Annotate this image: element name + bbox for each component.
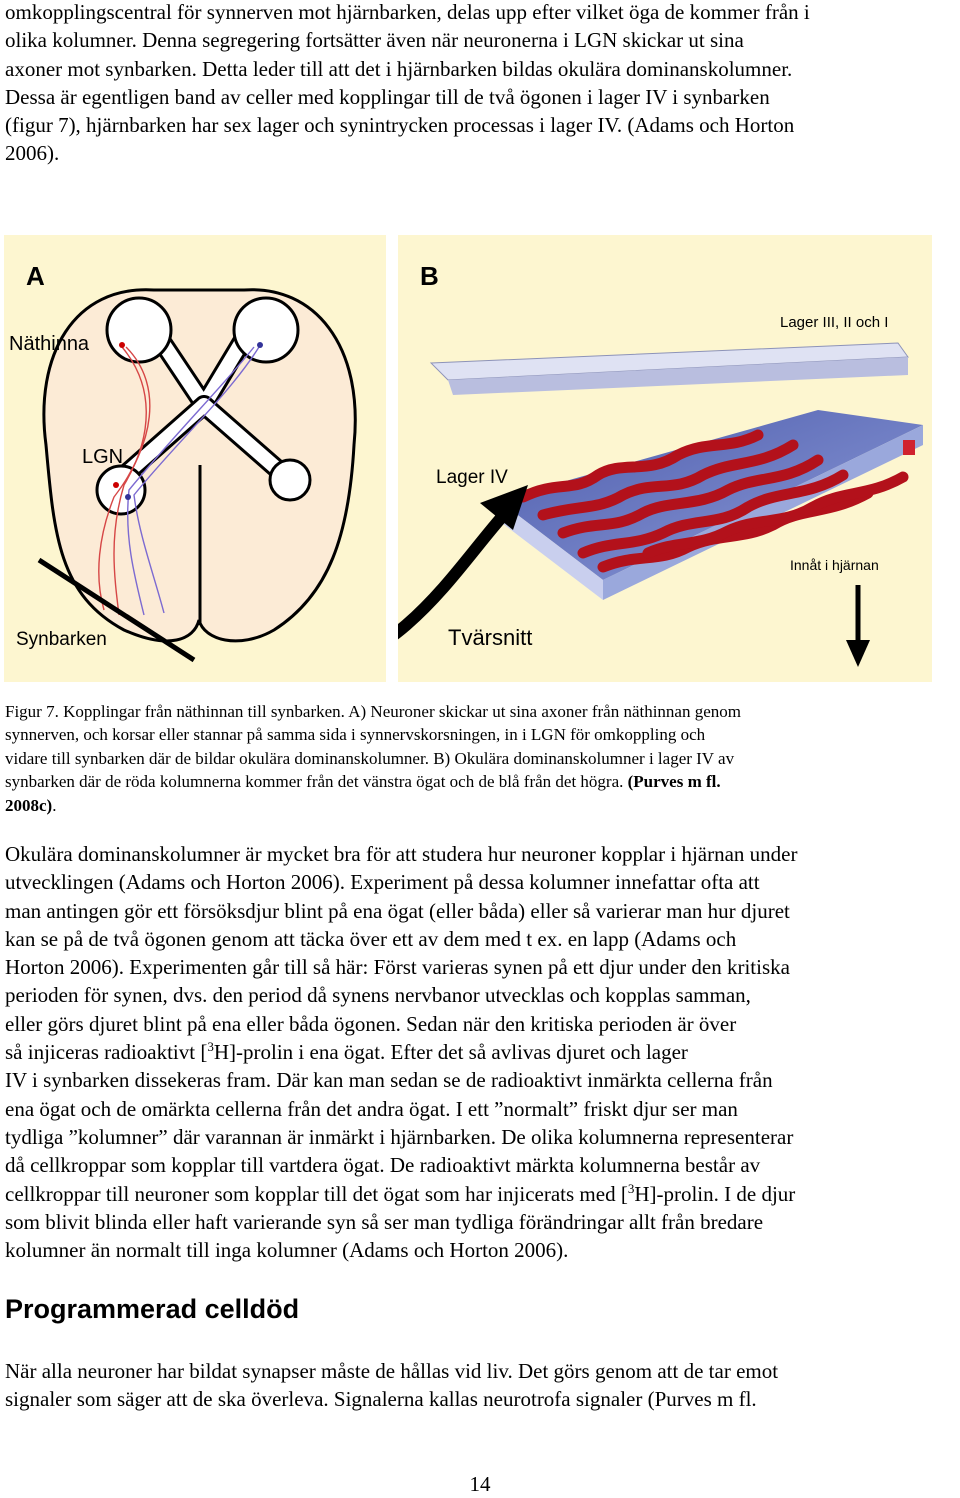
- label-layers-top: Lager III, II och I: [780, 314, 888, 331]
- label-cross-section: Tvärsnitt: [448, 625, 532, 650]
- body-line: kan se på de två ögonen genom att täcka …: [5, 926, 737, 951]
- body-line: IV i synbarken dissekeras fram. Där kan …: [5, 1068, 773, 1093]
- body-line: så injiceras radioaktivt [3H]-prolin i e…: [5, 1039, 688, 1065]
- caption-line: vidare till synbarken där de bildar okul…: [5, 748, 735, 768]
- label-layer-iv: Lager IV: [436, 467, 508, 488]
- body-line: cellkroppar till neuroner som kopplar ti…: [5, 1180, 796, 1206]
- caption-reference: (Purves m fl.: [627, 772, 721, 792]
- label-inward: Innåt i hjärnan: [790, 557, 879, 573]
- last-paragraph: När alla neuroner har bildat synapser må…: [5, 1357, 955, 1414]
- caption-reference-year: 2008c): [5, 795, 53, 815]
- intro-paragraph: omkopplingscentral för synnerven mot hjä…: [5, 0, 955, 168]
- body-line: ena ögat och de omärkta cellerna från de…: [5, 1096, 738, 1121]
- caption-line: Figur 7. Kopplingar från näthinnan till …: [5, 702, 741, 721]
- label-retina: Näthinna: [9, 333, 90, 355]
- intro-line: omkopplingscentral för synnerven mot hjä…: [5, 0, 810, 24]
- page-number: 14: [469, 1472, 491, 1496]
- body-line: då cellkroppar som kopplar till vartdera…: [5, 1153, 761, 1178]
- section-heading: Programmerad celldöd: [5, 1294, 300, 1324]
- panel-b-illustration: B Lager III, II och I Lager IV Innåt i h…: [306, 261, 923, 681]
- body-line: eller görs djuret blint på ena eller båd…: [5, 1011, 737, 1036]
- label-cortex: Synbarken: [16, 629, 107, 650]
- intro-line: 2006).: [5, 141, 60, 166]
- caption-line: synnerven, och korsar eller stannar på s…: [5, 725, 706, 745]
- caption-text: synbarken där de röda kolumnerna kommer …: [5, 772, 624, 792]
- caption-line: 2008c).: [5, 795, 57, 815]
- intro-line: (figur 7), hjärnbarken har sex lager och…: [5, 113, 795, 138]
- label-lgn: LGN: [82, 446, 123, 468]
- body-line: man antingen gör ett försöksdjur blint p…: [5, 898, 790, 923]
- body-line: signaler som säger att de ska överleva. …: [5, 1387, 757, 1412]
- panel-a-letter: A: [26, 261, 45, 291]
- figure-caption: Figur 7. Kopplingar från näthinnan till …: [5, 700, 955, 817]
- intro-line: olika kolumner. Denna segregering fortsä…: [5, 28, 744, 53]
- body-line: tydliga ”kolumner” där varannan är inmär…: [5, 1124, 794, 1149]
- figure-panel-b: B Lager III, II och I Lager IV Innåt i h…: [306, 235, 932, 682]
- figure-panel-a: A Näthinna LGN Synbarken: [4, 235, 386, 682]
- body-line: När alla neuroner har bildat synapser må…: [5, 1359, 779, 1383]
- body-line: kolumner än normalt till inga kolumner (…: [5, 1238, 569, 1263]
- superscript: 3: [627, 1180, 635, 1196]
- body-paragraph: Okulära dominanskolumner är mycket bra f…: [5, 840, 955, 1264]
- caption-line: synbarken där de röda kolumnerna kommer …: [5, 770, 955, 793]
- body-line: Okulära dominanskolumner är mycket bra f…: [5, 842, 798, 866]
- panel-b-letter: B: [420, 261, 439, 291]
- intro-line: axoner mot synbarken. Detta leder till a…: [5, 56, 793, 81]
- figure-7: A Näthinna LGN Synbarken: [0, 230, 960, 685]
- body-line: Horton 2006). Experimenten går till så h…: [5, 955, 790, 980]
- superscript: 3: [207, 1039, 214, 1055]
- panel-a-illustration: A Näthinna LGN Synbarken: [9, 261, 357, 663]
- body-line: perioden för synen, dvs. den period då s…: [5, 983, 751, 1008]
- body-line: utvecklingen (Adams och Horton 2006). Ex…: [5, 870, 760, 895]
- intro-line: Dessa är egentligen band av celler med k…: [5, 84, 770, 109]
- body-line: som blivit blinda eller haft varierande …: [5, 1209, 764, 1234]
